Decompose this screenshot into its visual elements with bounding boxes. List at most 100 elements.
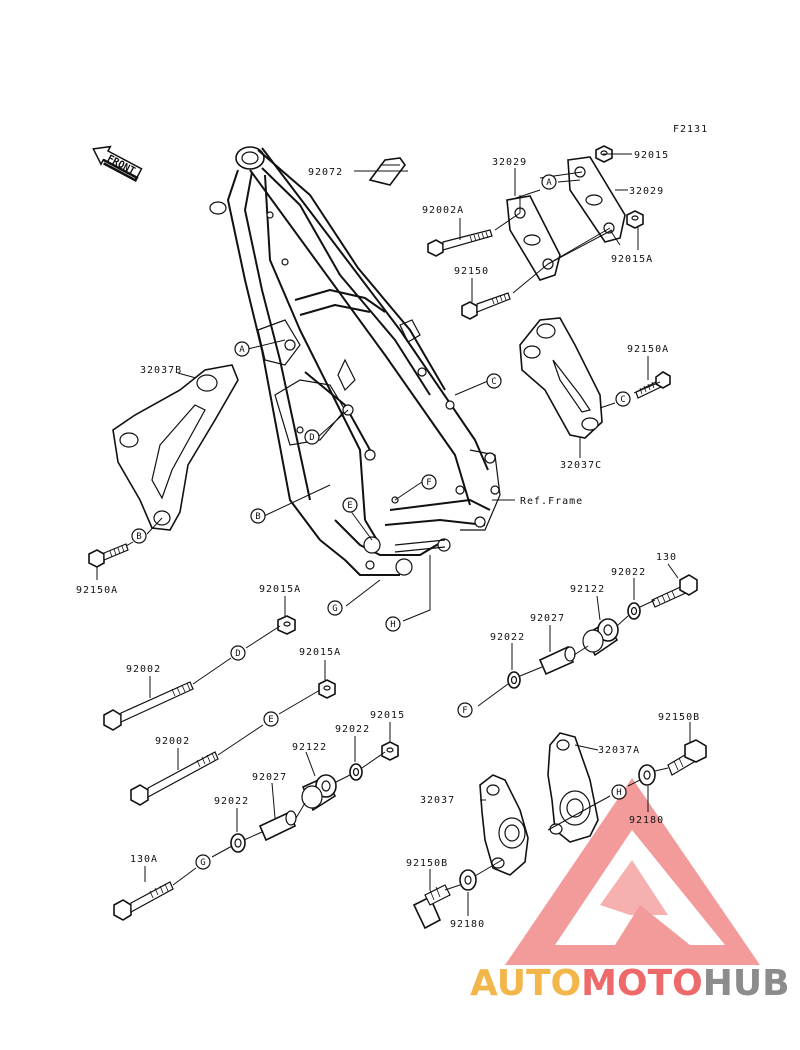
- svg-text:AUTOMOTOHUB: AUTOMOTOHUB: [470, 963, 790, 1004]
- automotohub-wordmark: AUTOMOTOHUB: [470, 963, 790, 1004]
- callout-E-frame: E: [342, 497, 358, 513]
- label-92180-left: 92180: [450, 919, 485, 930]
- diagram-code: F2131: [673, 124, 708, 135]
- label-ref-frame: Ref.Frame: [520, 496, 583, 507]
- bolt-92150A-left: [88, 543, 129, 568]
- label-92122-m: 92122: [292, 742, 327, 753]
- front-arrow-icon: FRONT: [92, 145, 143, 182]
- label-92150: 92150: [454, 266, 489, 277]
- svg-text:F: F: [462, 706, 467, 716]
- callout-G-frame: G: [327, 600, 343, 616]
- hanger-plate-32029-left: [506, 195, 561, 281]
- label-32037C: 32037C: [560, 460, 602, 471]
- washer-92180-right: [638, 764, 656, 786]
- bolt-130A: [113, 881, 174, 921]
- bolt-92002-lower: [130, 751, 219, 806]
- label-92150A-left: 92150A: [76, 585, 118, 596]
- callout-circles: A A B B C C D D E E F F G G H H: [131, 174, 631, 870]
- label-32029-right: 32029: [629, 186, 664, 197]
- bolt-92002A: [427, 229, 493, 257]
- label-92072: 92072: [308, 167, 343, 178]
- bracket-32037: [479, 774, 529, 876]
- callout-H-bracket: H: [611, 784, 627, 800]
- callout-F-chain: F: [457, 702, 473, 718]
- svg-text:H: H: [390, 620, 395, 630]
- label-92022-r2: 92022: [490, 632, 525, 643]
- label-32037B: 32037B: [140, 365, 182, 376]
- svg-text:D: D: [235, 649, 240, 659]
- svg-text:B: B: [255, 512, 260, 522]
- callout-D-bolt: D: [230, 645, 246, 661]
- nut-92015A-top: [626, 210, 644, 229]
- svg-text:B: B: [136, 532, 141, 542]
- label-92150A-right: 92150A: [627, 344, 669, 355]
- svg-text:G: G: [332, 604, 337, 614]
- bolt-92150B-left: [412, 884, 451, 930]
- callout-B-bracket: B: [131, 528, 147, 544]
- label-92022-m1: 92022: [335, 724, 370, 735]
- label-130A: 130A: [130, 854, 158, 865]
- callout-C-bracket: C: [615, 391, 631, 407]
- label-92002-upper: 92002: [126, 664, 161, 675]
- wordmark-moto: MOTO: [581, 963, 703, 1004]
- bolt-92150B-right: [667, 739, 707, 776]
- label-92027-r: 92027: [530, 613, 565, 624]
- label-92022-m2: 92022: [214, 796, 249, 807]
- callout-F-frame: F: [421, 474, 437, 490]
- label-32029-top: 32029: [492, 157, 527, 168]
- svg-text:H: H: [616, 788, 621, 798]
- svg-text:G: G: [200, 858, 205, 868]
- callout-G-bolt: G: [195, 854, 211, 870]
- wordmark-auto: AUTO: [470, 963, 581, 1004]
- label-32037: 32037: [420, 795, 455, 806]
- label-92027-m: 92027: [252, 772, 287, 783]
- washer-92180-left: [459, 869, 477, 891]
- callout-E-bolt: E: [263, 711, 279, 727]
- collar-92027-r: [538, 645, 576, 676]
- washer-92022-m1: [349, 763, 363, 781]
- washer-92022-r2: [507, 671, 521, 689]
- svg-text:C: C: [491, 377, 496, 387]
- label-92002-lower: 92002: [155, 736, 190, 747]
- label-32037A: 32037A: [598, 745, 640, 756]
- label-92015A-mid: 92015A: [259, 584, 301, 595]
- bushing-92122-r: [582, 618, 619, 657]
- label-92002A: 92002A: [422, 205, 464, 216]
- label-92015A-low: 92015A: [299, 647, 341, 658]
- collar-92027-m: [258, 810, 297, 842]
- washer-92022-r1: [627, 602, 641, 620]
- svg-text:A: A: [239, 345, 245, 355]
- label-92150B-left: 92150B: [406, 858, 448, 869]
- nut-92015A-low: [318, 679, 336, 699]
- callout-B-frame: B: [250, 508, 266, 524]
- leader-lines: [96, 153, 691, 916]
- svg-text:E: E: [268, 715, 273, 725]
- automotohub-logo: [505, 778, 760, 965]
- svg-text:E: E: [347, 501, 352, 511]
- wordmark-hub: HUB: [703, 963, 790, 1004]
- label-92022-r1: 92022: [611, 567, 646, 578]
- label-92015-top: 92015: [634, 150, 669, 161]
- bracket-32037B: [112, 364, 239, 531]
- label-92150B-right: 92150B: [658, 712, 700, 723]
- washer-92022-m2: [230, 833, 246, 853]
- bolt-130: [651, 574, 698, 608]
- logo-triangle-outer: [505, 778, 760, 965]
- svg-text:C: C: [620, 395, 625, 405]
- logo-triangle-inner: [600, 860, 668, 915]
- part-labels: 92072 32029 92015 32029 92002A 92015A 92…: [76, 150, 700, 930]
- svg-text:A: A: [546, 178, 552, 188]
- nut-92015-low: [381, 741, 399, 761]
- svg-text:D: D: [309, 433, 314, 443]
- bushing-92122-m: [301, 774, 337, 812]
- callout-A-frame: A: [234, 341, 250, 357]
- nut-92015A-mid: [277, 615, 296, 635]
- label-92180-right: 92180: [629, 815, 664, 826]
- main-frame: [209, 146, 501, 576]
- hanger-plate-32029-right: [567, 156, 626, 243]
- callout-A-plate: A: [541, 174, 557, 190]
- label-130: 130: [656, 552, 677, 563]
- svg-text:F: F: [426, 478, 431, 488]
- callout-D-frame: D: [304, 429, 320, 445]
